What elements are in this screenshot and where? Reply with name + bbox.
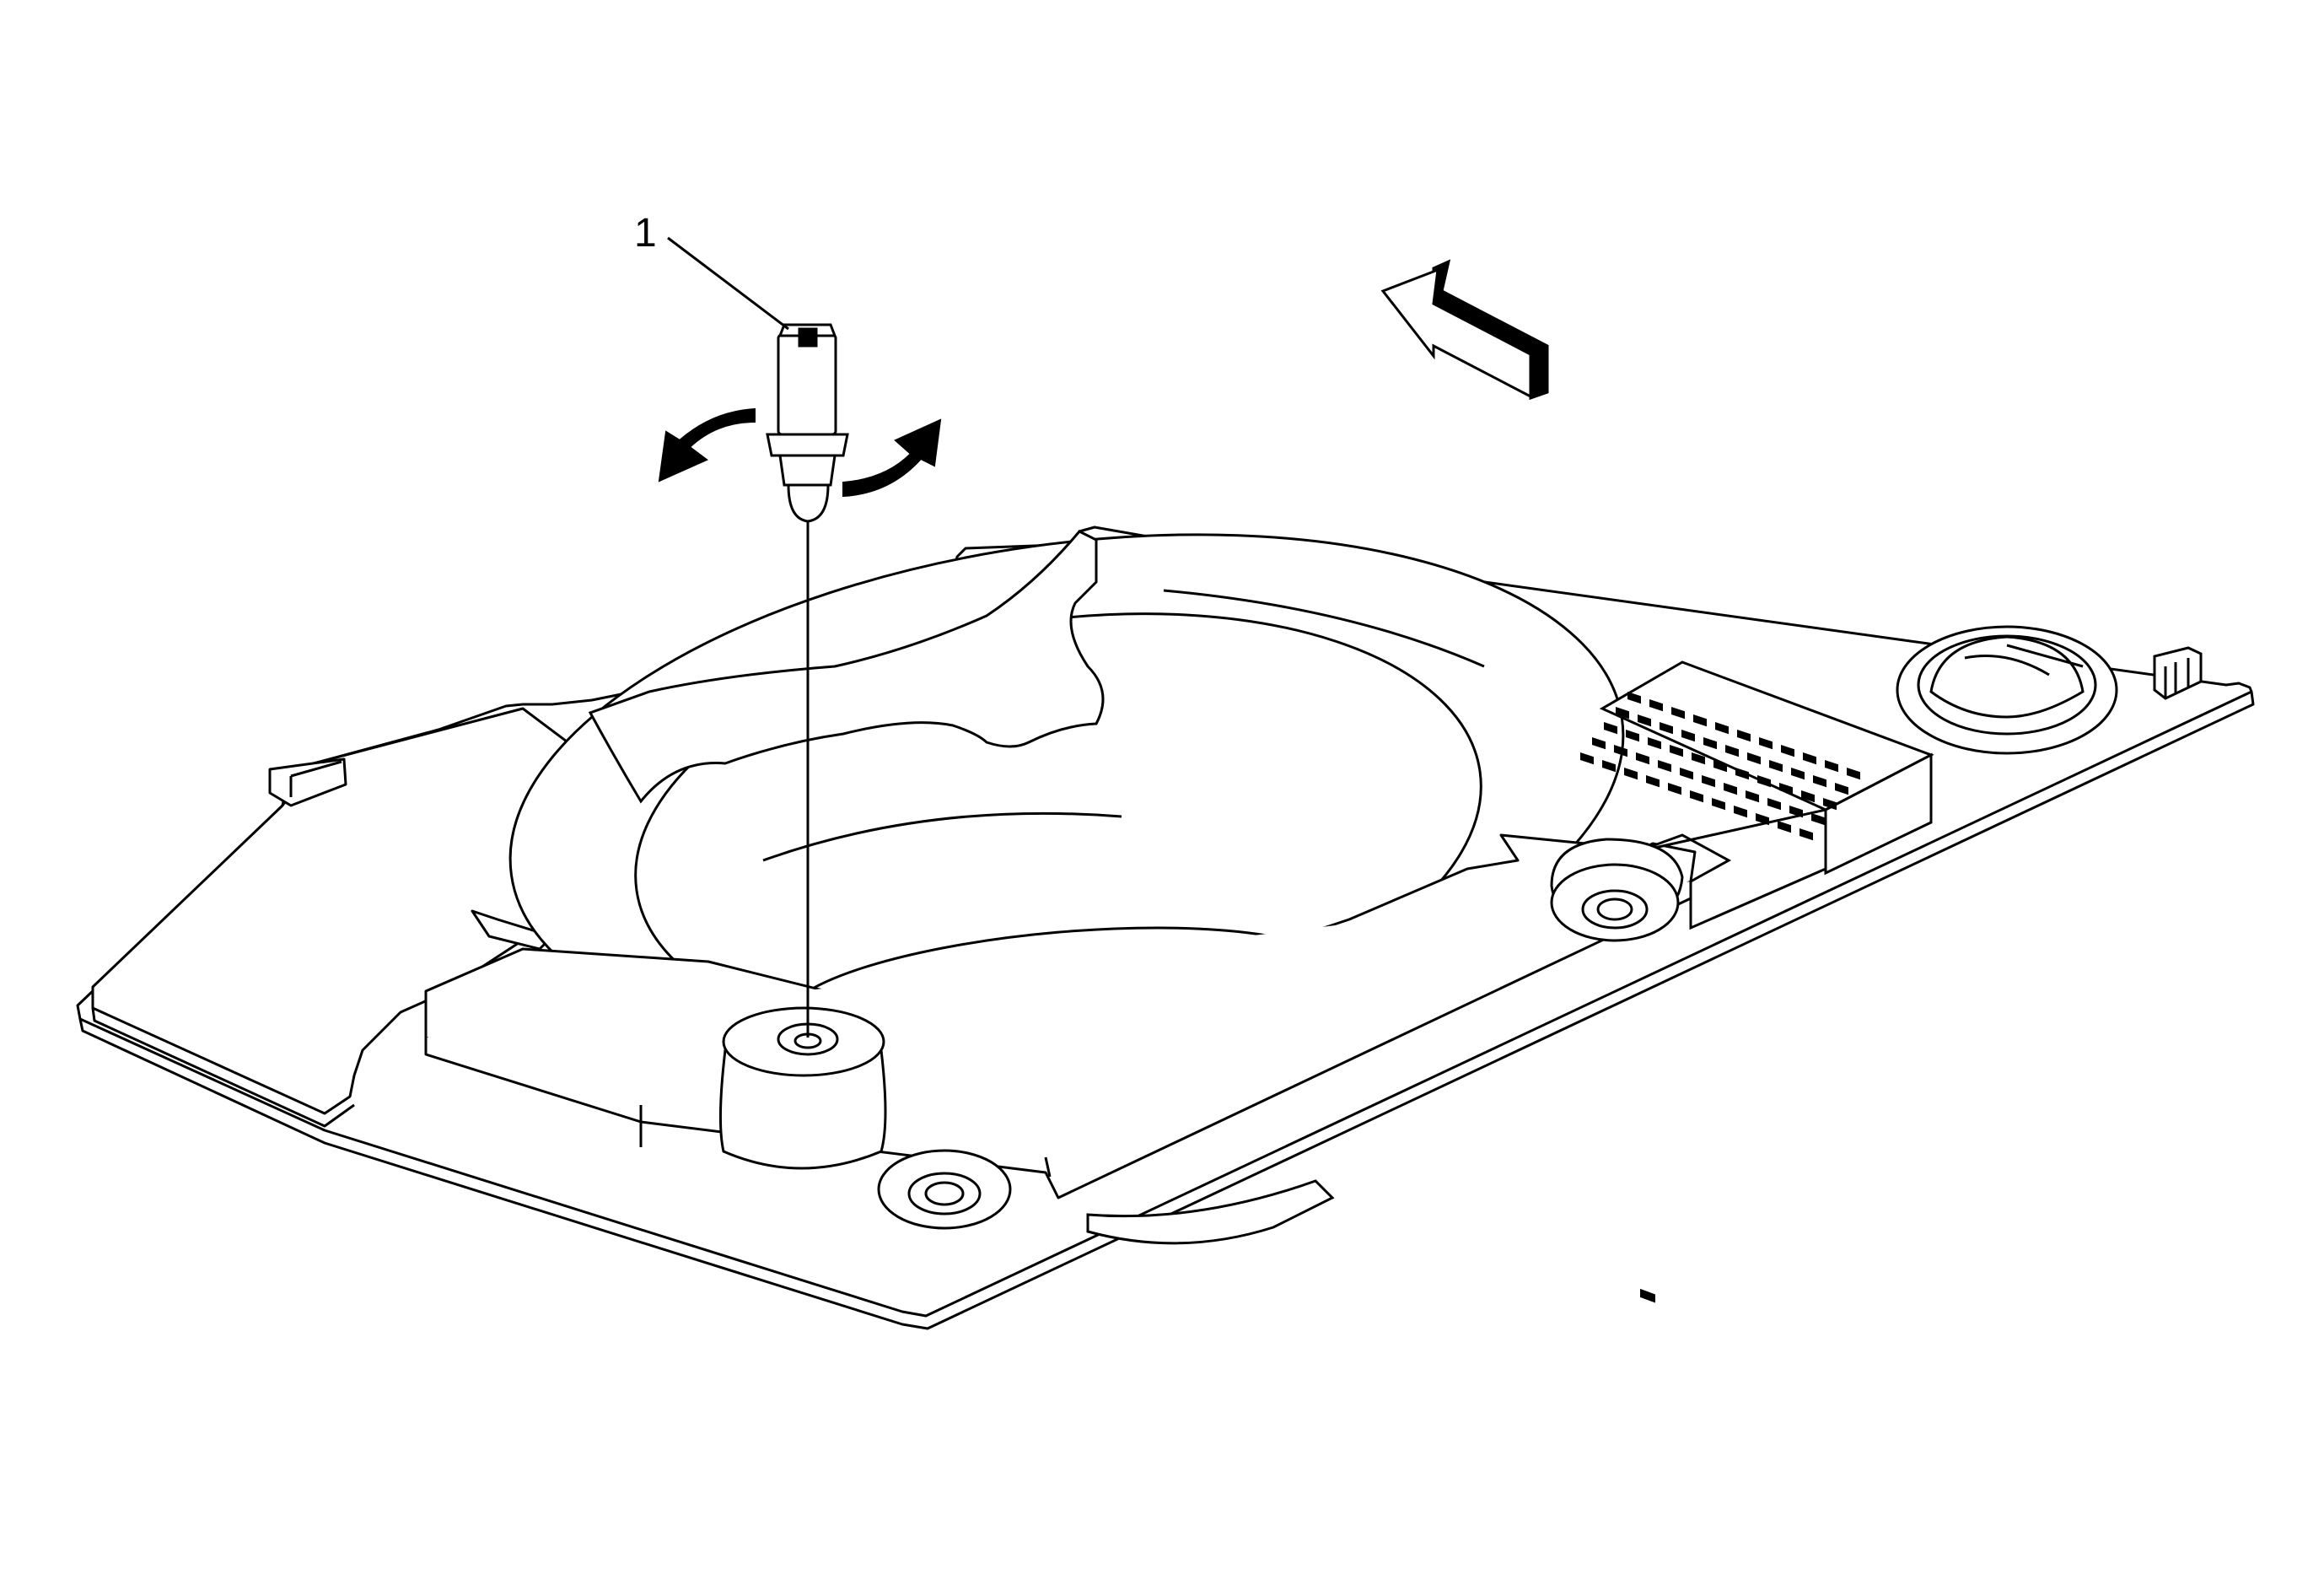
fuse-mark xyxy=(1801,790,1815,803)
fuse-mark xyxy=(1693,714,1707,727)
fuse-mark xyxy=(1681,729,1695,742)
fuse-mark xyxy=(1670,744,1683,757)
direction-arrow-outline xyxy=(1380,267,1532,399)
fuse-mark xyxy=(1592,736,1606,750)
fuse-mark xyxy=(1604,721,1617,735)
fuse-grid xyxy=(1640,1288,1655,1303)
fuse-mark xyxy=(1580,752,1594,765)
round-boss-slot xyxy=(1964,644,2084,676)
fuse-block-front xyxy=(1824,752,1933,876)
fuse-mark xyxy=(1778,820,1791,833)
fuse-mark xyxy=(1602,760,1616,773)
forward-direction-arrow-icon xyxy=(1380,259,1549,401)
fuse-marks xyxy=(1580,691,1860,841)
fuse-mark xyxy=(1624,767,1638,780)
fuse-mark xyxy=(1646,774,1660,788)
fuse-mark xyxy=(1692,752,1705,765)
mount-boss-left xyxy=(877,1149,1012,1230)
fuse-mark xyxy=(1668,782,1681,795)
fuse-mark xyxy=(1712,798,1725,811)
fuse-mark xyxy=(1757,775,1771,788)
tab-left-inner xyxy=(289,760,342,797)
platform-side xyxy=(639,1105,1052,1178)
fuse-mark xyxy=(1638,714,1651,727)
fuse-mark xyxy=(1779,782,1793,795)
sensor-tip xyxy=(787,483,830,523)
fuse-mark xyxy=(1799,828,1813,841)
fuse-mark xyxy=(1781,745,1794,757)
fuse-mark xyxy=(1627,691,1641,704)
fuse-mark xyxy=(1702,774,1715,788)
fuse-mark xyxy=(1767,798,1781,811)
fuse-mark xyxy=(1791,767,1805,780)
fuse-mark xyxy=(1725,744,1739,757)
fuse-mark xyxy=(1724,782,1737,795)
fuse-mark xyxy=(1746,790,1759,803)
rotate-arrows-icon xyxy=(658,407,942,498)
fuse-mark xyxy=(1703,737,1717,750)
fuse-mark xyxy=(1660,722,1673,735)
sensor-latch xyxy=(798,327,818,348)
fuse-mark xyxy=(1847,768,1860,780)
left-lid-edge xyxy=(91,1007,355,1128)
fuse-mark xyxy=(1835,783,1848,795)
fuse-mark xyxy=(1769,760,1783,773)
fuse-mark xyxy=(1735,767,1749,780)
fuse-mark xyxy=(1747,752,1761,765)
tray-base-edge xyxy=(78,691,2255,1330)
rotate-arrow-left xyxy=(658,407,756,482)
fuse-mark xyxy=(1614,744,1627,757)
callout-label-1: 1 xyxy=(634,211,657,256)
bowl-pocket xyxy=(588,530,1105,804)
mount-boss-right xyxy=(1550,838,1684,942)
fuse-mark xyxy=(1680,768,1693,780)
fuse-mark xyxy=(1671,706,1685,720)
fuse-mark xyxy=(1626,729,1639,742)
fuse-mark xyxy=(1658,760,1671,773)
sensor-boss-body xyxy=(718,1048,887,1170)
fuse-mark xyxy=(1649,699,1663,712)
fuse-mark xyxy=(1737,729,1751,742)
tab-left xyxy=(268,757,347,807)
sensor-neck xyxy=(778,454,837,487)
fuse-mark xyxy=(1756,812,1769,826)
fuse-mark xyxy=(1823,798,1837,811)
tab-right xyxy=(2153,646,2203,700)
fuse-mark xyxy=(1713,760,1727,773)
fuse-mark xyxy=(1648,737,1661,750)
fuse-mark xyxy=(1813,775,1826,788)
fuse-mark xyxy=(1690,790,1703,803)
bowl-inner-curve-2 xyxy=(1163,589,1485,668)
fuse-mark xyxy=(1811,812,1825,826)
tray-underside-dome xyxy=(1086,1179,1335,1245)
callout-leader-1 xyxy=(667,236,789,331)
fuse-mark xyxy=(1789,806,1803,818)
rotate-arrow-right xyxy=(842,418,942,498)
fuse-mark xyxy=(1759,737,1773,750)
sensor-flange xyxy=(766,433,849,457)
fuse-mark xyxy=(1734,806,1747,818)
sensor-component xyxy=(766,323,849,1038)
fuse-mark xyxy=(1616,706,1629,720)
sensor-boss xyxy=(718,1006,887,1170)
round-boss-right xyxy=(1896,625,2118,755)
left-lid-top xyxy=(91,707,643,1115)
sensor-connector xyxy=(777,333,837,436)
fuse-mark xyxy=(1636,752,1649,765)
fuse-mark xyxy=(1715,722,1729,735)
fuse-mark xyxy=(1825,760,1838,773)
fuse-mark xyxy=(1803,752,1816,765)
